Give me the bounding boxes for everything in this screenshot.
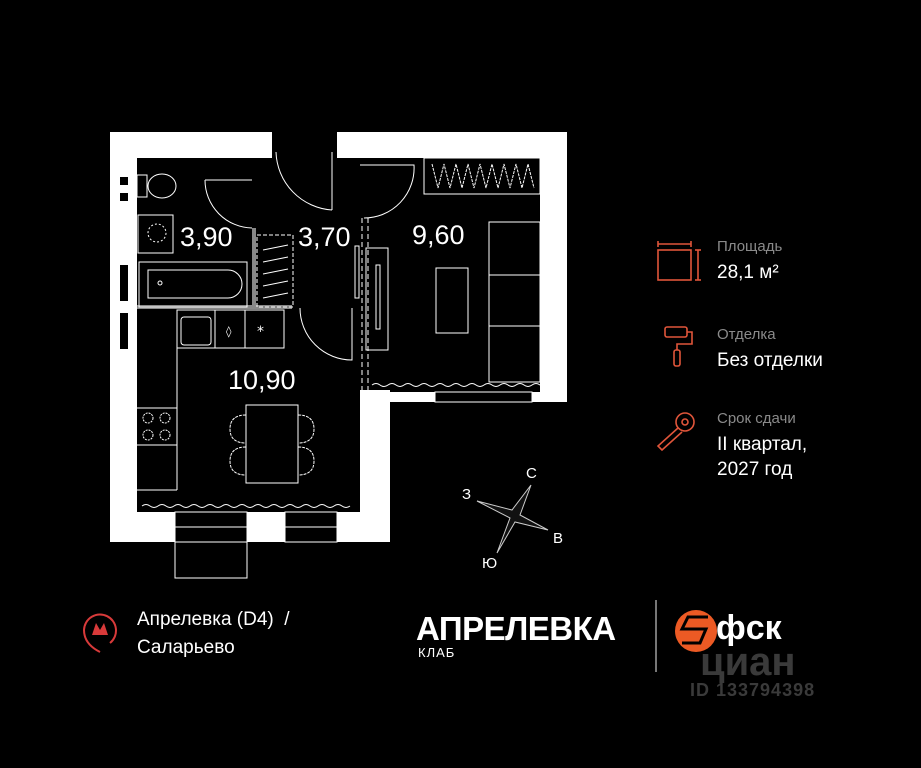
area-icon [657, 241, 701, 281]
delivery-label: Срок сдачи [717, 410, 796, 427]
svg-text:*: * [257, 324, 264, 340]
windows-left [120, 177, 128, 349]
finish-value: Без отделки [717, 350, 823, 371]
compass-south: Ю [482, 555, 498, 572]
interior-lines [136, 151, 549, 508]
compass-north: С [526, 465, 537, 482]
walls [110, 132, 567, 542]
key-icon [656, 412, 695, 452]
metro-icon [82, 613, 117, 653]
watermark-id: ID 133794398 [690, 680, 816, 700]
compass-east: В [553, 530, 564, 547]
windows-bottom [174, 391, 533, 579]
fsk-logo-icon [675, 610, 717, 652]
svg-text:◊: ◊ [226, 325, 232, 338]
delivery-value-line1: II квартал, [717, 434, 808, 455]
delivery-value-line2: 2027 год [717, 459, 793, 480]
compass-rose [476, 484, 549, 554]
metro-station-line1: Апрелевка (D4) / [137, 609, 290, 630]
room-area-bathroom: 3,90 [180, 222, 233, 252]
room-area-hallway: 3,70 [298, 222, 351, 252]
watermark-logo: циан [700, 640, 796, 684]
developer-logo: фск [716, 609, 782, 647]
area-label: Площадь [717, 238, 783, 255]
metro-station-line2: Саларьево [137, 637, 235, 658]
paint-roller-icon [664, 326, 693, 367]
project-logo-sub: КЛАБ [418, 645, 456, 660]
room-area-kitchen: 10,90 [228, 365, 296, 395]
finish-label: Отделка [717, 326, 776, 343]
room-area-bedroom: 9,60 [412, 220, 465, 250]
compass-west: З [462, 486, 472, 503]
brand-divider [655, 600, 657, 672]
project-logo: АПРЕЛЕВКА [416, 610, 616, 647]
area-value: 28,1 м² [717, 262, 779, 283]
